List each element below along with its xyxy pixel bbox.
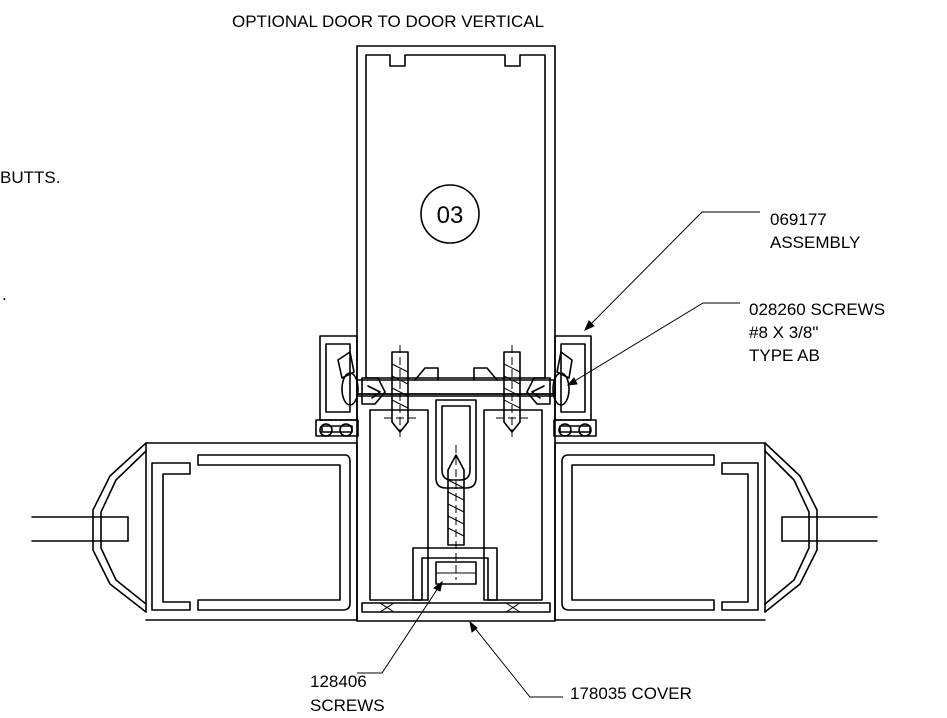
right-assembly-069177 — [552, 335, 597, 437]
left-assembly-069177 — [315, 335, 359, 437]
label-assembly-text: ASSEMBLY — [770, 233, 860, 252]
left-stile-section — [31, 442, 358, 621]
connection-screws-028260 — [356, 345, 556, 440]
center-vertical-mullion — [356, 45, 556, 622]
label-screws-size: #8 X 3/8" — [749, 323, 818, 342]
callout-bubble-text: 03 — [437, 202, 464, 229]
label-cover: 178035 COVER — [570, 684, 692, 703]
label-bottom-screws-number: 128406 — [310, 672, 367, 691]
label-bottom-screws-text: SCREWS — [310, 696, 385, 715]
label-assembly-number: 069177 — [770, 210, 827, 229]
partial-dot-text: . — [2, 285, 7, 304]
right-stile-section — [554, 442, 878, 621]
partial-butts-text: BUTTS. — [0, 168, 60, 187]
leader-lines — [357, 211, 760, 698]
drawing-title: OPTIONAL DOOR TO DOOR VERTICAL — [232, 12, 544, 31]
label-screws-type: TYPE AB — [749, 346, 820, 365]
label-screws-number: 028260 SCREWS — [749, 300, 885, 319]
callout-bubble: 03 — [420, 184, 480, 244]
